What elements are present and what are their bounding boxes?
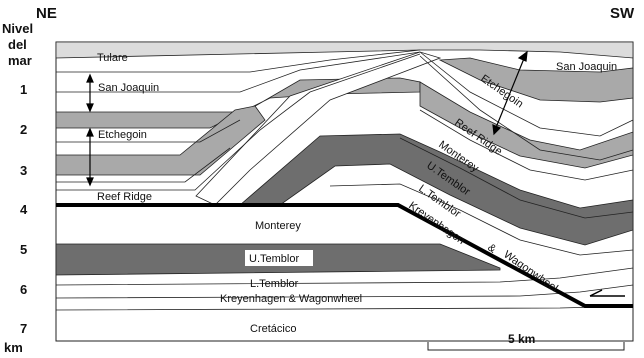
label-kreyenhagen-wagonwheel-footwall: Kreyenhagen & Wagonwheel bbox=[220, 293, 362, 305]
axis-tick-label: 5 bbox=[20, 242, 27, 257]
axis-ticks: 1 2 3 4 5 6 7 km bbox=[4, 82, 28, 355]
label-monterey-footwall: Monterey bbox=[255, 220, 301, 232]
san-joaquin-band-right bbox=[438, 57, 634, 103]
axis-tick-label: 2 bbox=[20, 122, 27, 137]
axis-tick-label: 7 bbox=[20, 321, 27, 336]
thrust-fault bbox=[56, 203, 633, 308]
label-san-joaquin-left: San Joaquin bbox=[98, 82, 159, 94]
corner-label-sw: SW bbox=[610, 5, 635, 22]
layer-lines bbox=[55, 49, 634, 311]
label-san-joaquin-right: San Joaquin bbox=[556, 61, 617, 73]
etchegoin-band-left bbox=[55, 105, 266, 176]
etchegoin-band-right bbox=[419, 81, 634, 169]
label-u-temblor-footwall: U.Temblor bbox=[249, 253, 299, 265]
thickness-arrows bbox=[86, 50, 528, 187]
axis-tick-label: 3 bbox=[20, 163, 27, 178]
corner-label-ne: NE bbox=[36, 5, 57, 22]
u-temblor-label-box bbox=[245, 250, 313, 266]
scale-bar bbox=[427, 342, 625, 351]
axis-title-line-1: Nivel bbox=[2, 21, 33, 36]
label-cretacico: Cretácico bbox=[250, 323, 296, 335]
label-etchegoin-left: Etchegoin bbox=[98, 129, 147, 141]
label-l-temblor-footwall: L.Temblor bbox=[250, 278, 299, 290]
label-reef-ridge-left: Reef Ridge bbox=[97, 191, 152, 203]
fault-slip-arrowhead bbox=[589, 289, 603, 297]
axis-tick-label: 6 bbox=[20, 282, 27, 297]
axis-tick-label: 4 bbox=[20, 202, 28, 217]
u-temblor-anticline bbox=[238, 133, 634, 246]
axis-title-line-3: mar bbox=[8, 53, 32, 68]
axis-tick-label: 1 bbox=[20, 82, 27, 97]
axis-title-line-2: del bbox=[8, 37, 27, 52]
axis-unit-label: km bbox=[4, 340, 23, 355]
reef-ridge-anticline bbox=[195, 51, 442, 206]
label-tulare: Tulare bbox=[97, 52, 128, 64]
scale-label: 5 km bbox=[508, 332, 535, 346]
tulare-layer bbox=[55, 41, 634, 59]
